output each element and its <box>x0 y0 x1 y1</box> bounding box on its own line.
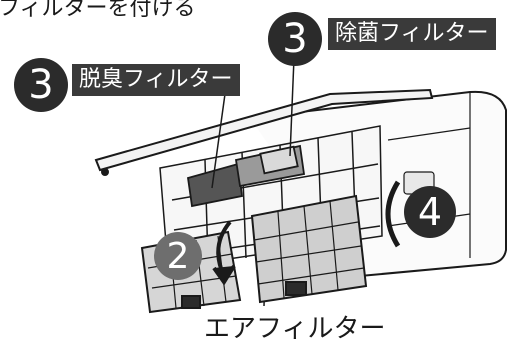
air-filter-label: エアフィルター <box>204 314 386 344</box>
sterilizing-filter-label: 除菌フィルター <box>328 18 496 50</box>
step-3-sterilizing-marker: 3 <box>268 12 322 66</box>
right-air-filter <box>250 194 368 304</box>
top-caption: フィルターを付ける <box>0 0 196 21</box>
step-number: 3 <box>282 16 308 62</box>
installed-filters <box>186 144 306 208</box>
step-4-arrow <box>385 180 401 248</box>
front-panel-lifted <box>94 88 434 176</box>
step-2-arrow <box>212 220 236 286</box>
step-number: 4 <box>417 190 443 234</box>
step-number: 3 <box>28 62 54 108</box>
step-3-deodorizing-marker: 3 <box>14 58 68 112</box>
step-2-marker: 2 <box>154 232 202 280</box>
deodorizing-filter-label: 脱臭フィルター <box>72 64 240 96</box>
step-number: 2 <box>166 235 190 277</box>
step-4-marker: 4 <box>404 186 456 238</box>
